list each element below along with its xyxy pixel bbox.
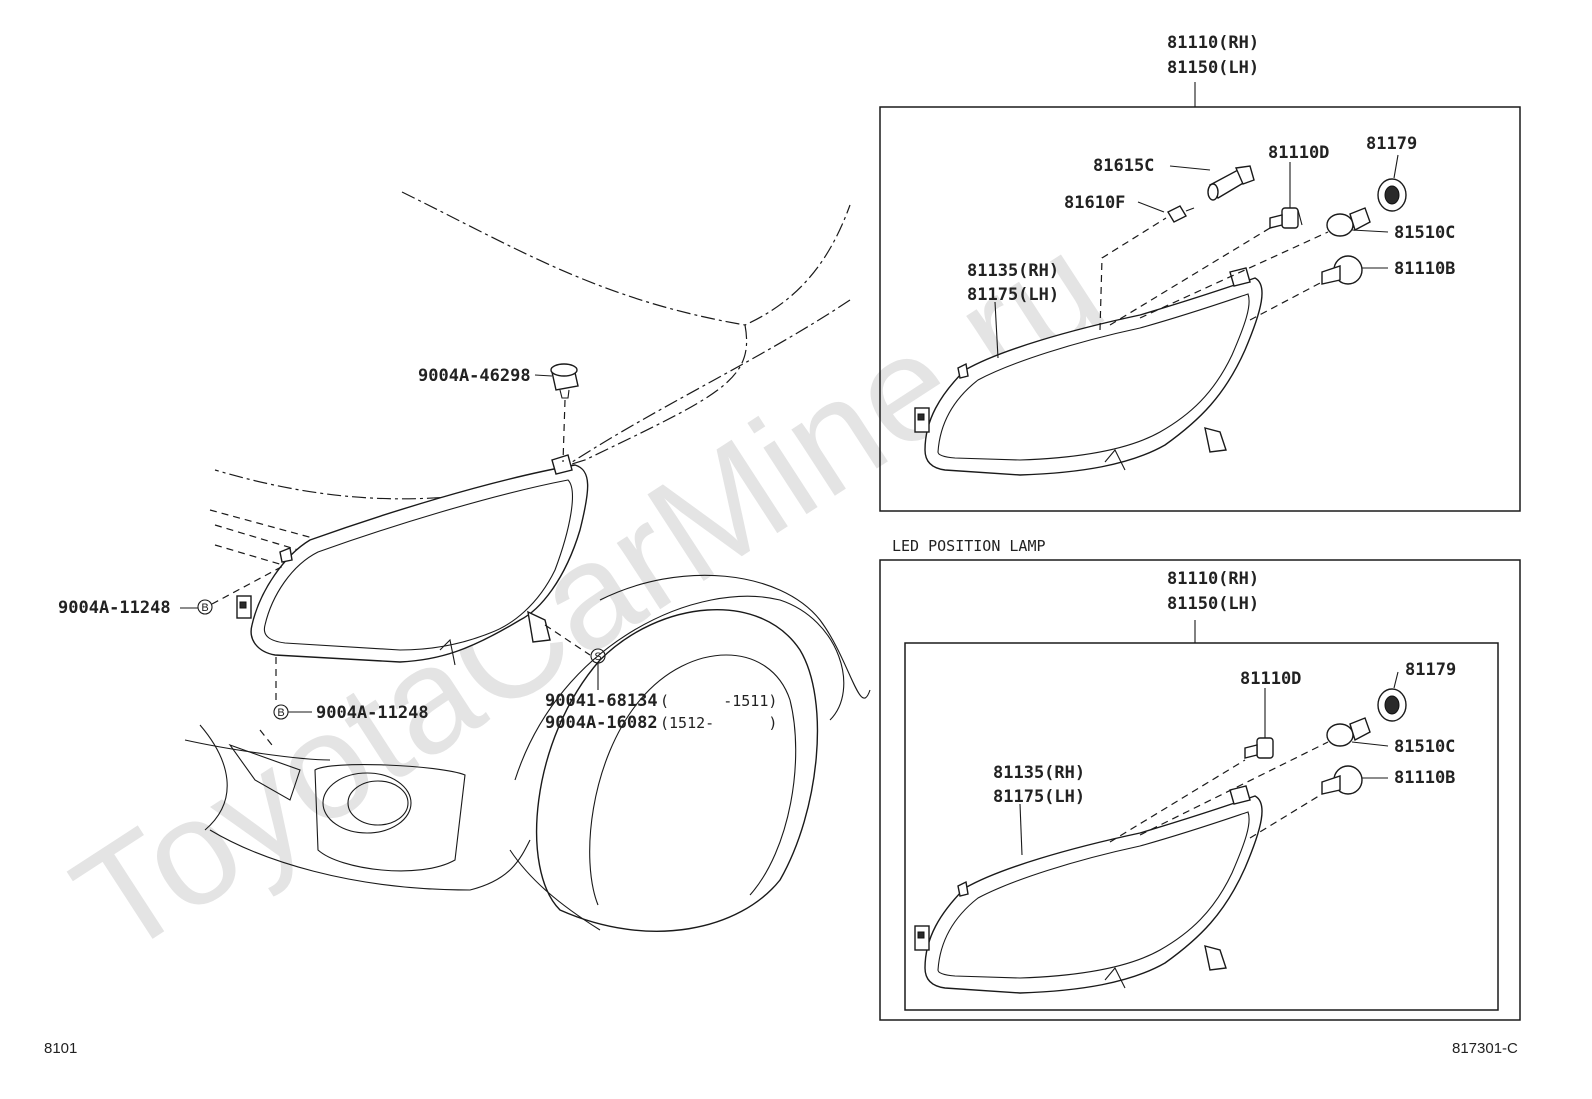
label-bolt-9004a-16082: 9004A-16082	[545, 713, 658, 733]
label-clip-9004a-46298: 9004A-46298	[418, 366, 531, 386]
label-bolt-90041-68134: 90041-68134	[545, 691, 658, 711]
lower-inner-box	[904, 642, 1499, 1011]
mark-b-lower: B	[273, 704, 289, 720]
socket-81179-lower	[1377, 688, 1407, 722]
label-upper-assy-lh: 81150(LH)	[1167, 58, 1259, 78]
socket-81615c	[1207, 165, 1255, 201]
bulb-81510c-upper	[1326, 207, 1371, 237]
unit-81110d-lower	[1244, 737, 1274, 759]
label-bolt-range-upper: ( -1511)	[660, 692, 777, 710]
label-lower-lens-lh: 81175(LH)	[993, 787, 1085, 807]
label-screw-upper-9004a-11248: 9004A-11248	[58, 598, 171, 618]
label-upper-81610f: 81610F	[1064, 193, 1125, 213]
label-upper-lens-rh: 81135(RH)	[967, 261, 1059, 281]
label-upper-81110d: 81110D	[1268, 143, 1329, 163]
label-upper-assy-rh: 81110(RH)	[1167, 33, 1259, 53]
label-lower-assy-lh: 81150(LH)	[1167, 594, 1259, 614]
label-upper-81510c: 81510C	[1394, 223, 1455, 243]
watermark-text: ToyotaCarMine.ru	[46, 201, 1130, 987]
upper-assembly-box	[879, 106, 1521, 512]
label-lower-assy-rh: 81110(RH)	[1167, 569, 1259, 589]
section-title-led-position-lamp: LED POSITION LAMP	[892, 537, 1046, 555]
bulb-81610f	[1167, 205, 1195, 223]
label-lower-81110b: 81110B	[1394, 768, 1455, 788]
clip-dashed-leader	[562, 399, 566, 463]
headlamp-left-view	[236, 454, 589, 666]
label-lower-81510c: 81510C	[1394, 737, 1455, 757]
label-upper-81110b: 81110B	[1394, 259, 1455, 279]
figure-number-left: 8101	[44, 1040, 77, 1057]
label-lower-81110d: 81110D	[1240, 669, 1301, 689]
unit-81110b-lower	[1321, 765, 1363, 795]
label-upper-lens-lh: 81175(LH)	[967, 285, 1059, 305]
svg-text:S: S	[594, 651, 601, 663]
lower-outer-box	[879, 559, 1521, 1021]
label-lower-81179: 81179	[1405, 660, 1456, 680]
mark-b-upper: B	[197, 599, 213, 615]
svg-text:B: B	[277, 707, 284, 719]
socket-81179-upper	[1377, 178, 1407, 212]
mark-s: S	[590, 648, 606, 664]
bulb-81510c-lower	[1326, 717, 1371, 747]
label-upper-81615c: 81615C	[1093, 156, 1154, 176]
figure-number-right: 817301-C	[1452, 1040, 1518, 1057]
label-bolt-range-lower: (1512- )	[660, 714, 777, 732]
headlamp-lower	[914, 785, 1263, 994]
unit-81110b-upper	[1321, 255, 1363, 285]
label-screw-lower-9004a-11248: 9004A-11248	[316, 703, 429, 723]
unit-81110d-upper	[1269, 207, 1303, 229]
svg-text:B: B	[201, 602, 208, 614]
clip-part	[550, 363, 579, 399]
label-upper-81179: 81179	[1366, 134, 1417, 154]
label-lower-lens-rh: 81135(RH)	[993, 763, 1085, 783]
headlamp-upper	[914, 267, 1263, 476]
